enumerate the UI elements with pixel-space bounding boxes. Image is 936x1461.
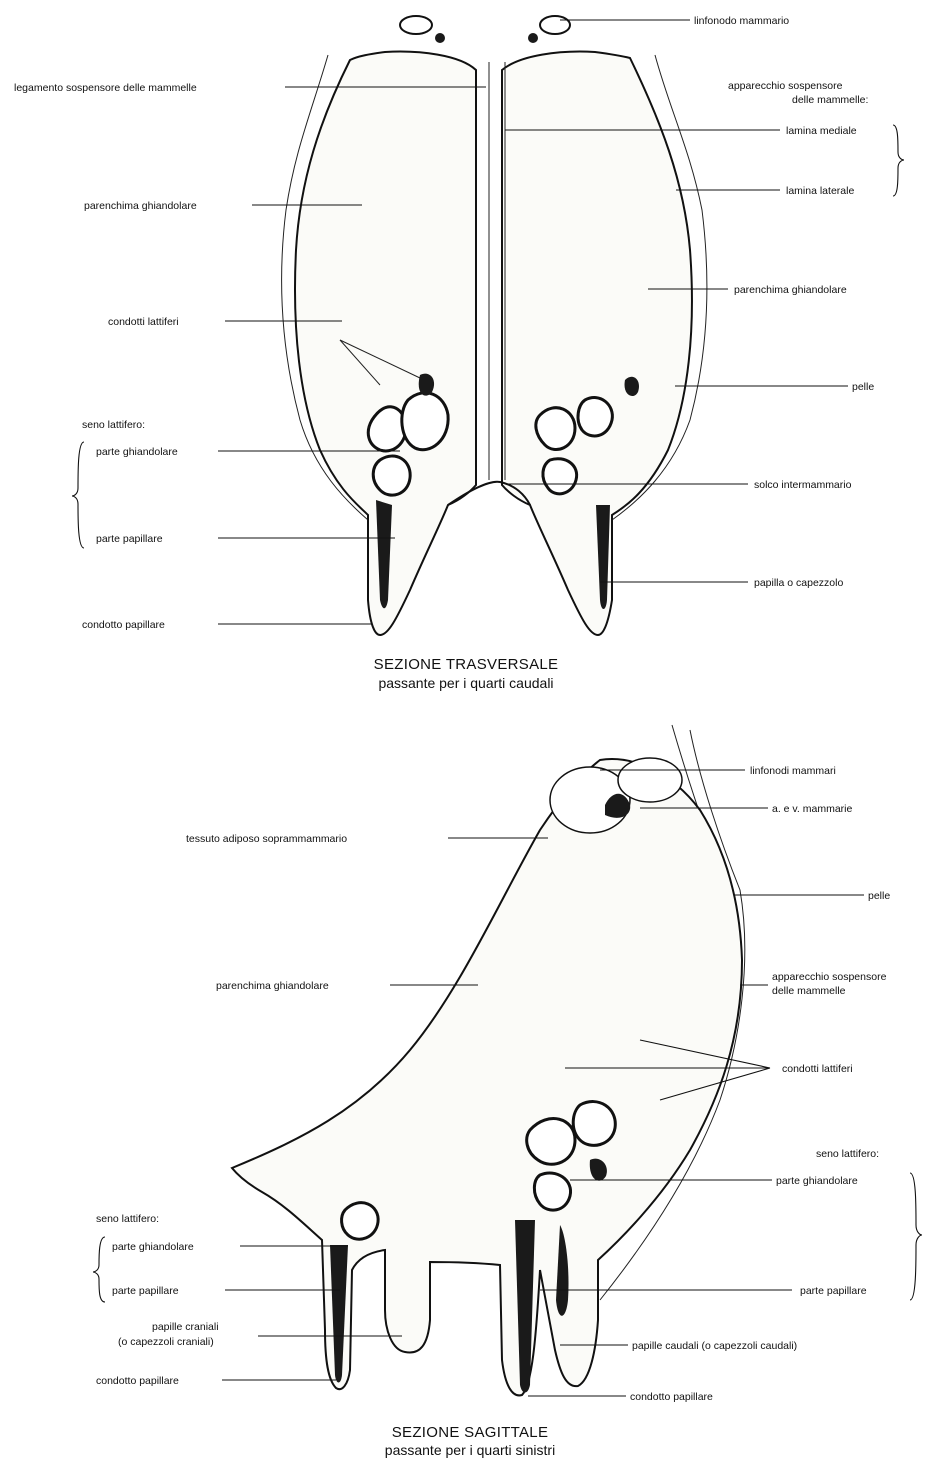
label-condotto-papillare-right: condotto papillare bbox=[630, 1391, 713, 1403]
caption-sagittal-subtitle: passante per i quarti sinistri bbox=[385, 1442, 555, 1458]
label-condotto-papillare: condotto papillare bbox=[82, 619, 165, 631]
label-papille-craniali-2: (o capezzoli craniali) bbox=[118, 1336, 214, 1348]
right-quarter-outline bbox=[502, 52, 692, 635]
label-papille-craniali-1: papille craniali bbox=[152, 1321, 219, 1333]
label-apparecchio-sospensore-sag-1: apparecchio sospensore bbox=[772, 971, 887, 983]
vessel-dot-left bbox=[435, 33, 445, 43]
label-arterie-vene-mammarie: a. e v. mammarie bbox=[772, 803, 852, 815]
caption-sagittal-title: SEZIONE SAGITTALE bbox=[392, 1424, 549, 1441]
label-seno-lattifero-left: seno lattifero: bbox=[96, 1213, 159, 1225]
label-pelle-sagittal: pelle bbox=[868, 890, 890, 902]
label-parte-papillare-left: parte papillare bbox=[112, 1285, 179, 1297]
label-apparecchio-sospensore-sag-2: delle mammelle bbox=[772, 985, 846, 997]
label-parte-ghiandolare: parte ghiandolare bbox=[96, 446, 178, 458]
label-tessuto-adiposo: tessuto adiposo soprammammario bbox=[186, 833, 347, 845]
label-condotto-papillare-left: condotto papillare bbox=[96, 1375, 179, 1387]
label-parte-papillare-right: parte papillare bbox=[800, 1285, 867, 1297]
caption-transverse-title: SEZIONE TRASVERSALE bbox=[374, 656, 559, 673]
label-condotti-lattiferi-sag: condotti lattiferi bbox=[782, 1063, 853, 1075]
transverse-section: linfonodo mammario legamento sospensore … bbox=[14, 15, 904, 691]
caption-transverse-subtitle: passante per i quarti caudali bbox=[378, 675, 553, 691]
label-linfonodo-mammario: linfonodo mammario bbox=[694, 15, 789, 27]
lymph-node-left bbox=[400, 16, 432, 34]
label-parte-ghiandolare-right: parte ghiandolare bbox=[776, 1175, 858, 1187]
label-parenchima-sagittal: parenchima ghiandolare bbox=[216, 980, 329, 992]
label-linfonodi-mammari: linfonodi mammari bbox=[750, 765, 836, 777]
label-pelle: pelle bbox=[852, 381, 874, 393]
label-lamina-laterale: lamina laterale bbox=[786, 185, 854, 197]
label-parte-ghiandolare-left: parte ghiandolare bbox=[112, 1241, 194, 1253]
vessel-dot-right bbox=[528, 33, 538, 43]
label-lamina-mediale: lamina mediale bbox=[786, 125, 857, 137]
sagittal-gland-outline bbox=[232, 759, 742, 1395]
label-parenchima-right: parenchima ghiandolare bbox=[734, 284, 847, 296]
label-apparecchio-sospensore-1: apparecchio sospensore bbox=[728, 80, 843, 92]
label-legamento-sospensore: legamento sospensore delle mammelle bbox=[14, 82, 197, 94]
label-papille-caudali: papille caudali (o capezzoli caudali) bbox=[632, 1340, 797, 1352]
label-condotti-lattiferi: condotti lattiferi bbox=[108, 316, 179, 328]
lymph-node-right bbox=[540, 16, 570, 34]
label-seno-lattifero: seno lattifero: bbox=[82, 419, 145, 431]
sagittal-section: linfonodi mammari a. e v. mammarie tessu… bbox=[93, 725, 922, 1458]
label-apparecchio-sospensore-2: delle mammelle: bbox=[792, 94, 868, 106]
transverse-leaders bbox=[72, 20, 904, 624]
label-solco-intermammario: solco intermammario bbox=[754, 479, 852, 491]
label-parenchima-left: parenchima ghiandolare bbox=[84, 200, 197, 212]
label-seno-lattifero-right: seno lattifero: bbox=[816, 1148, 879, 1160]
label-parte-papillare: parte papillare bbox=[96, 533, 163, 545]
label-papilla-capezzolo: papilla o capezzolo bbox=[754, 577, 843, 589]
lymph-node-sagittal-2 bbox=[618, 758, 682, 802]
